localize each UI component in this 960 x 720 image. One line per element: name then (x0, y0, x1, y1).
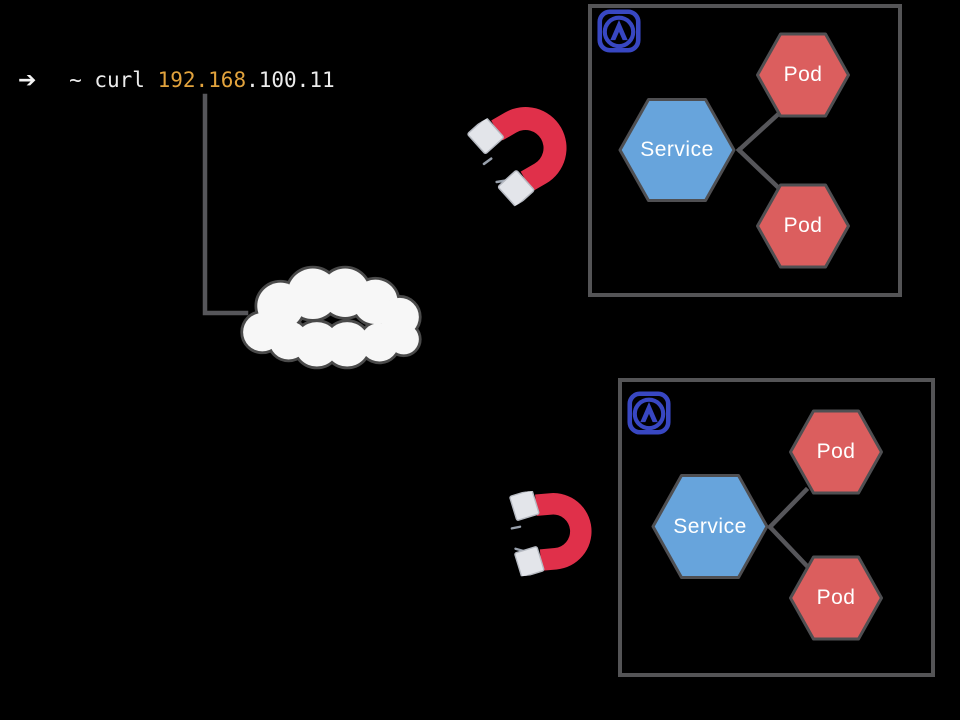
service-label: Service (640, 138, 714, 161)
cloud-icon (240, 265, 422, 370)
service-label: Service (673, 514, 747, 538)
pod-label: Pod (816, 586, 856, 609)
service-pod-line (735, 104, 789, 154)
cluster-box-bottom (618, 378, 935, 677)
curl-to-cloud-line (202, 93, 249, 316)
pod-hexagon: Pod (788, 409, 884, 495)
magnet-icon (509, 489, 592, 578)
kubernetes-logo-icon (597, 9, 641, 53)
service-pod-line (735, 146, 789, 198)
pod-label: Pod (783, 63, 823, 86)
pod-hexagon: Pod (755, 32, 851, 118)
pod-label: Pod (783, 214, 823, 237)
service-hexagon: Service (617, 97, 737, 203)
pod-hexagon: Pod (788, 555, 884, 641)
kubernetes-logo-icon (627, 391, 671, 435)
service-pod-line (766, 523, 810, 569)
cluster-box-top (588, 4, 902, 297)
service-pod-line (766, 486, 810, 531)
ip-rest: .100.11 (246, 68, 335, 92)
terminal-command: ~ curl (56, 68, 158, 92)
magnet-icon (467, 107, 567, 207)
pod-label: Pod (816, 440, 856, 463)
prompt-arrow-icon: ➔ (18, 67, 37, 93)
pod-hexagon: Pod (755, 183, 851, 269)
ip-highlight: 192.168 (157, 68, 247, 92)
terminal-prompt: ➔ ~ curl 192.168.100.11 (18, 67, 335, 93)
service-hexagon: Service (650, 473, 770, 580)
